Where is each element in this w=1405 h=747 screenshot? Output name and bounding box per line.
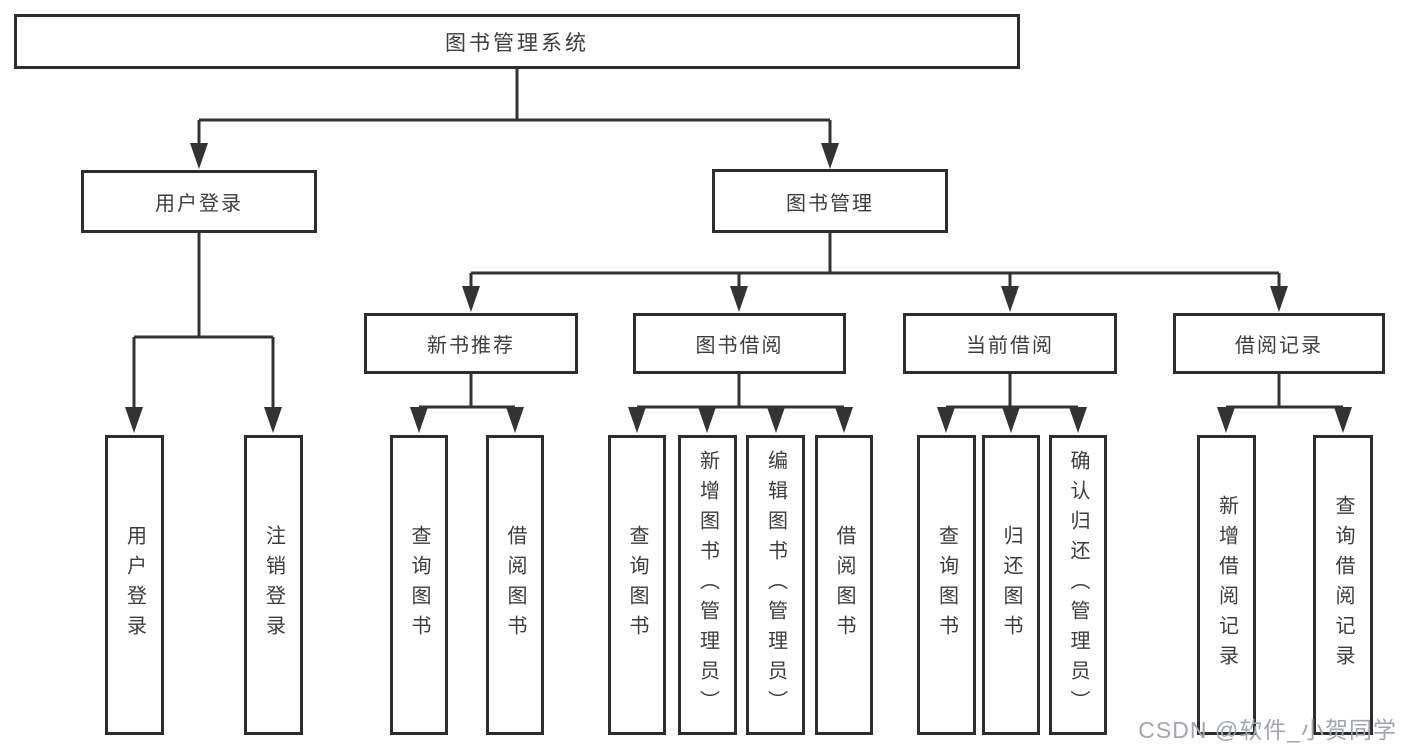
connector-current-borrowing-children [937, 374, 1087, 433]
node-root-label: 图书管理系统 [445, 31, 589, 55]
node-leaf-add-book-admin: 新增图书（管理员） [678, 435, 737, 735]
node-leaf-add-book-admin-label: 新增图书（管理员） [696, 450, 719, 720]
node-leaf-edit-book-admin-label: 编辑图书（管理员） [764, 450, 787, 720]
connector-root-to-level2 [190, 69, 839, 169]
node-leaf-query-borrow-record: 查询借阅记录 [1313, 435, 1373, 735]
node-leaf-borrow-books-recommend-label: 借阅图书 [504, 525, 526, 645]
node-leaf-query-borrow-record-label: 查询借阅记录 [1332, 495, 1354, 675]
node-user-login-label: 用户登录 [155, 193, 243, 215]
node-leaf-add-borrow-record-label: 新增借阅记录 [1215, 495, 1238, 675]
node-leaf-logout: 注销登录 [244, 435, 303, 735]
node-leaf-query-books-borrow-label: 查询图书 [626, 525, 648, 645]
node-leaf-confirm-return-admin-label: 确认归还（管理员） [1067, 450, 1089, 720]
node-leaf-return-book-label: 归还图书 [1000, 525, 1022, 645]
node-new-book-recommend: 新书推荐 [364, 313, 578, 374]
node-current-borrowing: 当前借阅 [903, 313, 1117, 374]
node-leaf-logout-label: 注销登录 [262, 525, 285, 645]
node-book-borrowing: 图书借阅 [633, 313, 846, 374]
node-book-management: 图书管理 [712, 169, 948, 233]
node-leaf-borrow-books-recommend: 借阅图书 [486, 435, 544, 735]
node-leaf-borrow-books: 借阅图书 [815, 435, 873, 735]
csdn-watermark: CSDN @软件_小贺同学 [1138, 717, 1397, 743]
node-current-borrowing-label: 当前借阅 [966, 335, 1054, 357]
node-leaf-user-login: 用户登录 [105, 435, 164, 735]
connector-borrowing-records-children [1217, 374, 1352, 433]
connector-new-book-recommend-children [410, 374, 524, 433]
node-leaf-return-book: 归还图书 [982, 435, 1040, 735]
node-book-management-label: 图书管理 [786, 192, 874, 215]
connector-book-borrowing-children [628, 374, 853, 433]
node-borrowing-records-label: 借阅记录 [1235, 335, 1323, 357]
node-leaf-confirm-return-admin: 确认归还（管理员） [1049, 435, 1107, 735]
node-leaf-user-login-label: 用户登录 [123, 525, 146, 645]
node-book-borrowing-label: 图书借阅 [695, 335, 784, 357]
node-leaf-query-books-recommend-label: 查询图书 [408, 525, 430, 645]
connector-book-management-children [462, 233, 1288, 312]
node-leaf-query-books-borrow: 查询图书 [608, 435, 666, 735]
node-new-book-recommend-label: 新书推荐 [427, 335, 515, 357]
node-leaf-edit-book-admin: 编辑图书（管理员） [746, 435, 805, 735]
node-leaf-query-books-recommend: 查询图书 [390, 435, 448, 735]
node-borrowing-records: 借阅记录 [1173, 313, 1385, 374]
node-root: 图书管理系统 [14, 14, 1020, 69]
node-user-login: 用户登录 [81, 170, 317, 233]
connector-user-login-children [125, 233, 282, 433]
node-leaf-query-books-current-label: 查询图书 [935, 525, 958, 645]
node-leaf-query-books-current: 查询图书 [917, 435, 976, 735]
node-leaf-add-borrow-record: 新增借阅记录 [1197, 435, 1256, 735]
node-leaf-borrow-books-label: 借阅图书 [833, 525, 855, 645]
